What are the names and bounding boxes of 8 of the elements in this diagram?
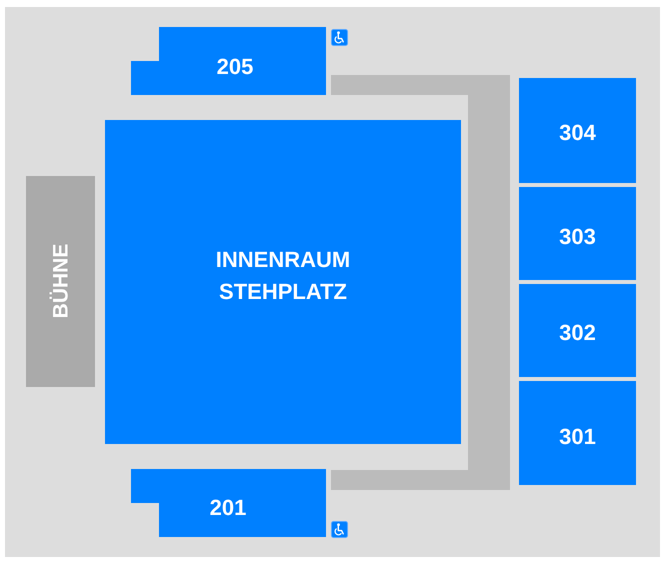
section-number: 301 bbox=[559, 426, 596, 448]
area-label: INNENRAUM STEHPLATZ bbox=[214, 246, 352, 306]
section-number: 303 bbox=[559, 226, 596, 248]
section-number: 302 bbox=[559, 322, 596, 344]
section-number: 304 bbox=[559, 122, 596, 144]
section-number: 201 bbox=[210, 497, 246, 519]
section-number: 205 bbox=[216, 56, 254, 78]
stage-label: BÜHNE bbox=[50, 244, 71, 318]
